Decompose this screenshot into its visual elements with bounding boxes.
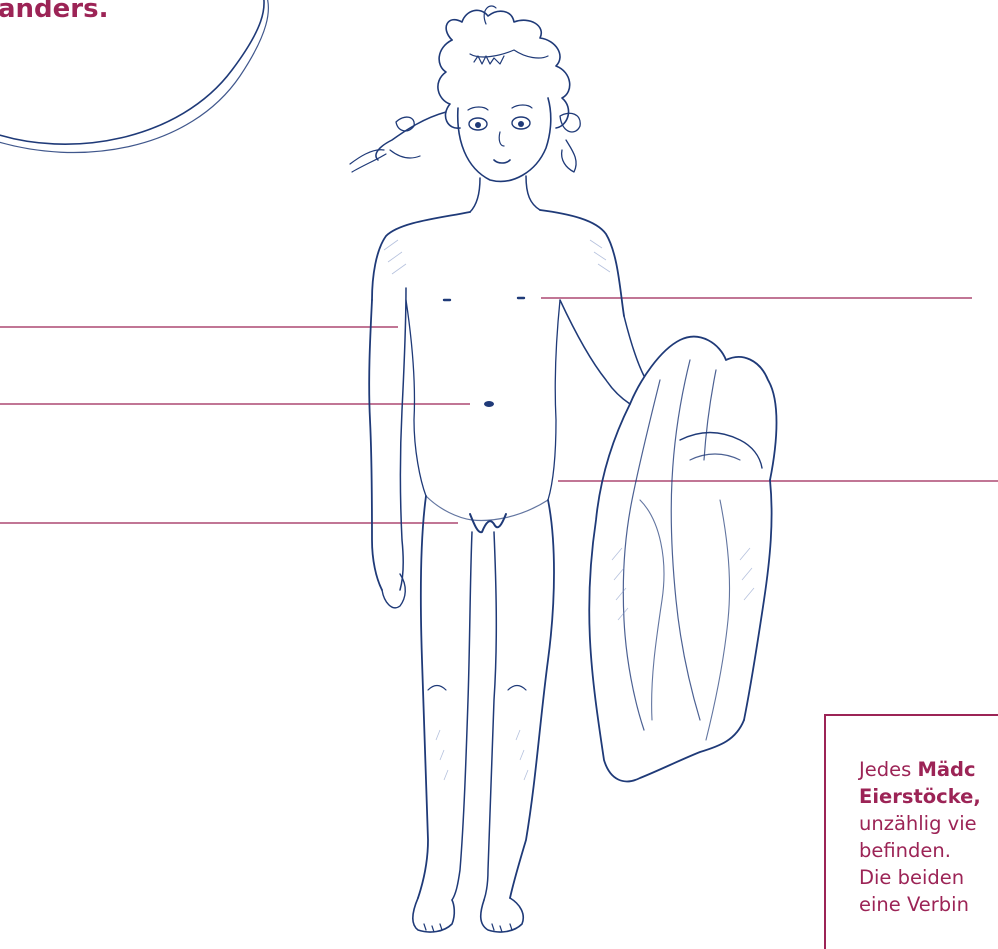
info-line-6: eine Verbin [859,891,998,918]
info-line-5: Die beiden [859,864,998,891]
info-text: Jedes Mädc Eierstöcke, unzählig vie befi… [859,756,998,918]
info-line-1: Jedes Mädc [859,756,998,783]
info-line-3: unzählig vie [859,810,998,837]
info-line-1-bold: Mädc [917,758,975,781]
info-line-2-bold: Eierstöcke, [859,785,981,808]
info-line-4: befinden. [859,837,998,864]
info-line-1-prefix: Jedes [859,758,917,781]
info-line-2: Eierstöcke, [859,783,998,810]
